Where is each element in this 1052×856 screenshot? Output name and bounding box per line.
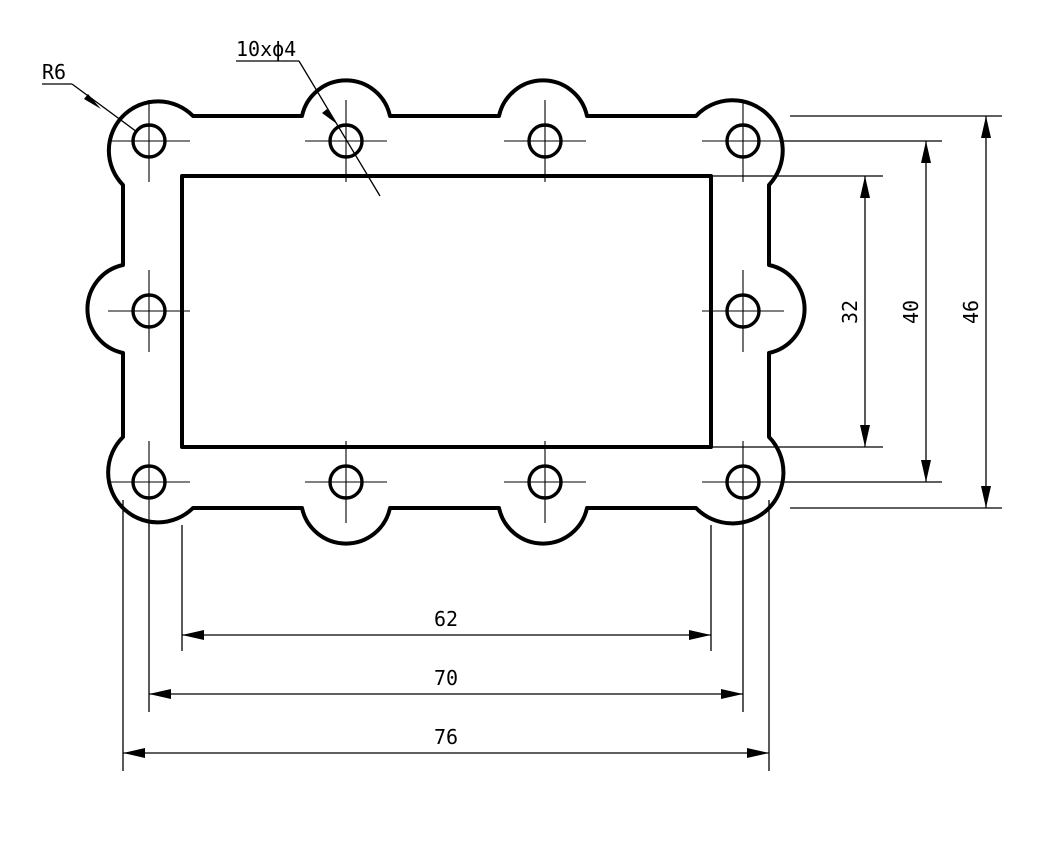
dimension-76-label: 76: [434, 725, 458, 749]
horizontal-extension-lines: [122, 500, 770, 771]
hole: [504, 441, 586, 523]
dimension-40-label: 40: [899, 300, 923, 324]
radius-label: R6: [42, 60, 66, 84]
hole: [702, 441, 784, 523]
holes: [108, 100, 784, 523]
inner-opening: [180, 174, 713, 449]
hole-label: 10xϕ4: [236, 37, 296, 61]
flange-outline: [85, 78, 807, 546]
hole: [108, 100, 190, 182]
dimension-70: 70: [149, 666, 743, 699]
dimension-46-label: 46: [959, 300, 983, 324]
hole: [305, 441, 387, 523]
dimension-32-label: 32: [838, 300, 862, 324]
dimension-32: 32: [838, 176, 870, 447]
radius-callout: R6: [42, 60, 138, 133]
dimension-46: 46: [959, 116, 991, 508]
dimension-40: 40: [899, 141, 931, 482]
hole: [702, 100, 784, 182]
dimension-62: 62: [182, 607, 711, 640]
vertical-extension-lines: [711, 115, 1002, 509]
dimension-62-label: 62: [434, 607, 458, 631]
hole-callout: 10xϕ4: [236, 37, 381, 197]
hole: [504, 100, 586, 182]
hole: [702, 270, 784, 352]
hole: [108, 441, 190, 523]
dimension-76: 76: [123, 725, 769, 758]
dimension-70-label: 70: [434, 666, 458, 690]
hole: [305, 100, 387, 182]
hole: [108, 270, 190, 352]
